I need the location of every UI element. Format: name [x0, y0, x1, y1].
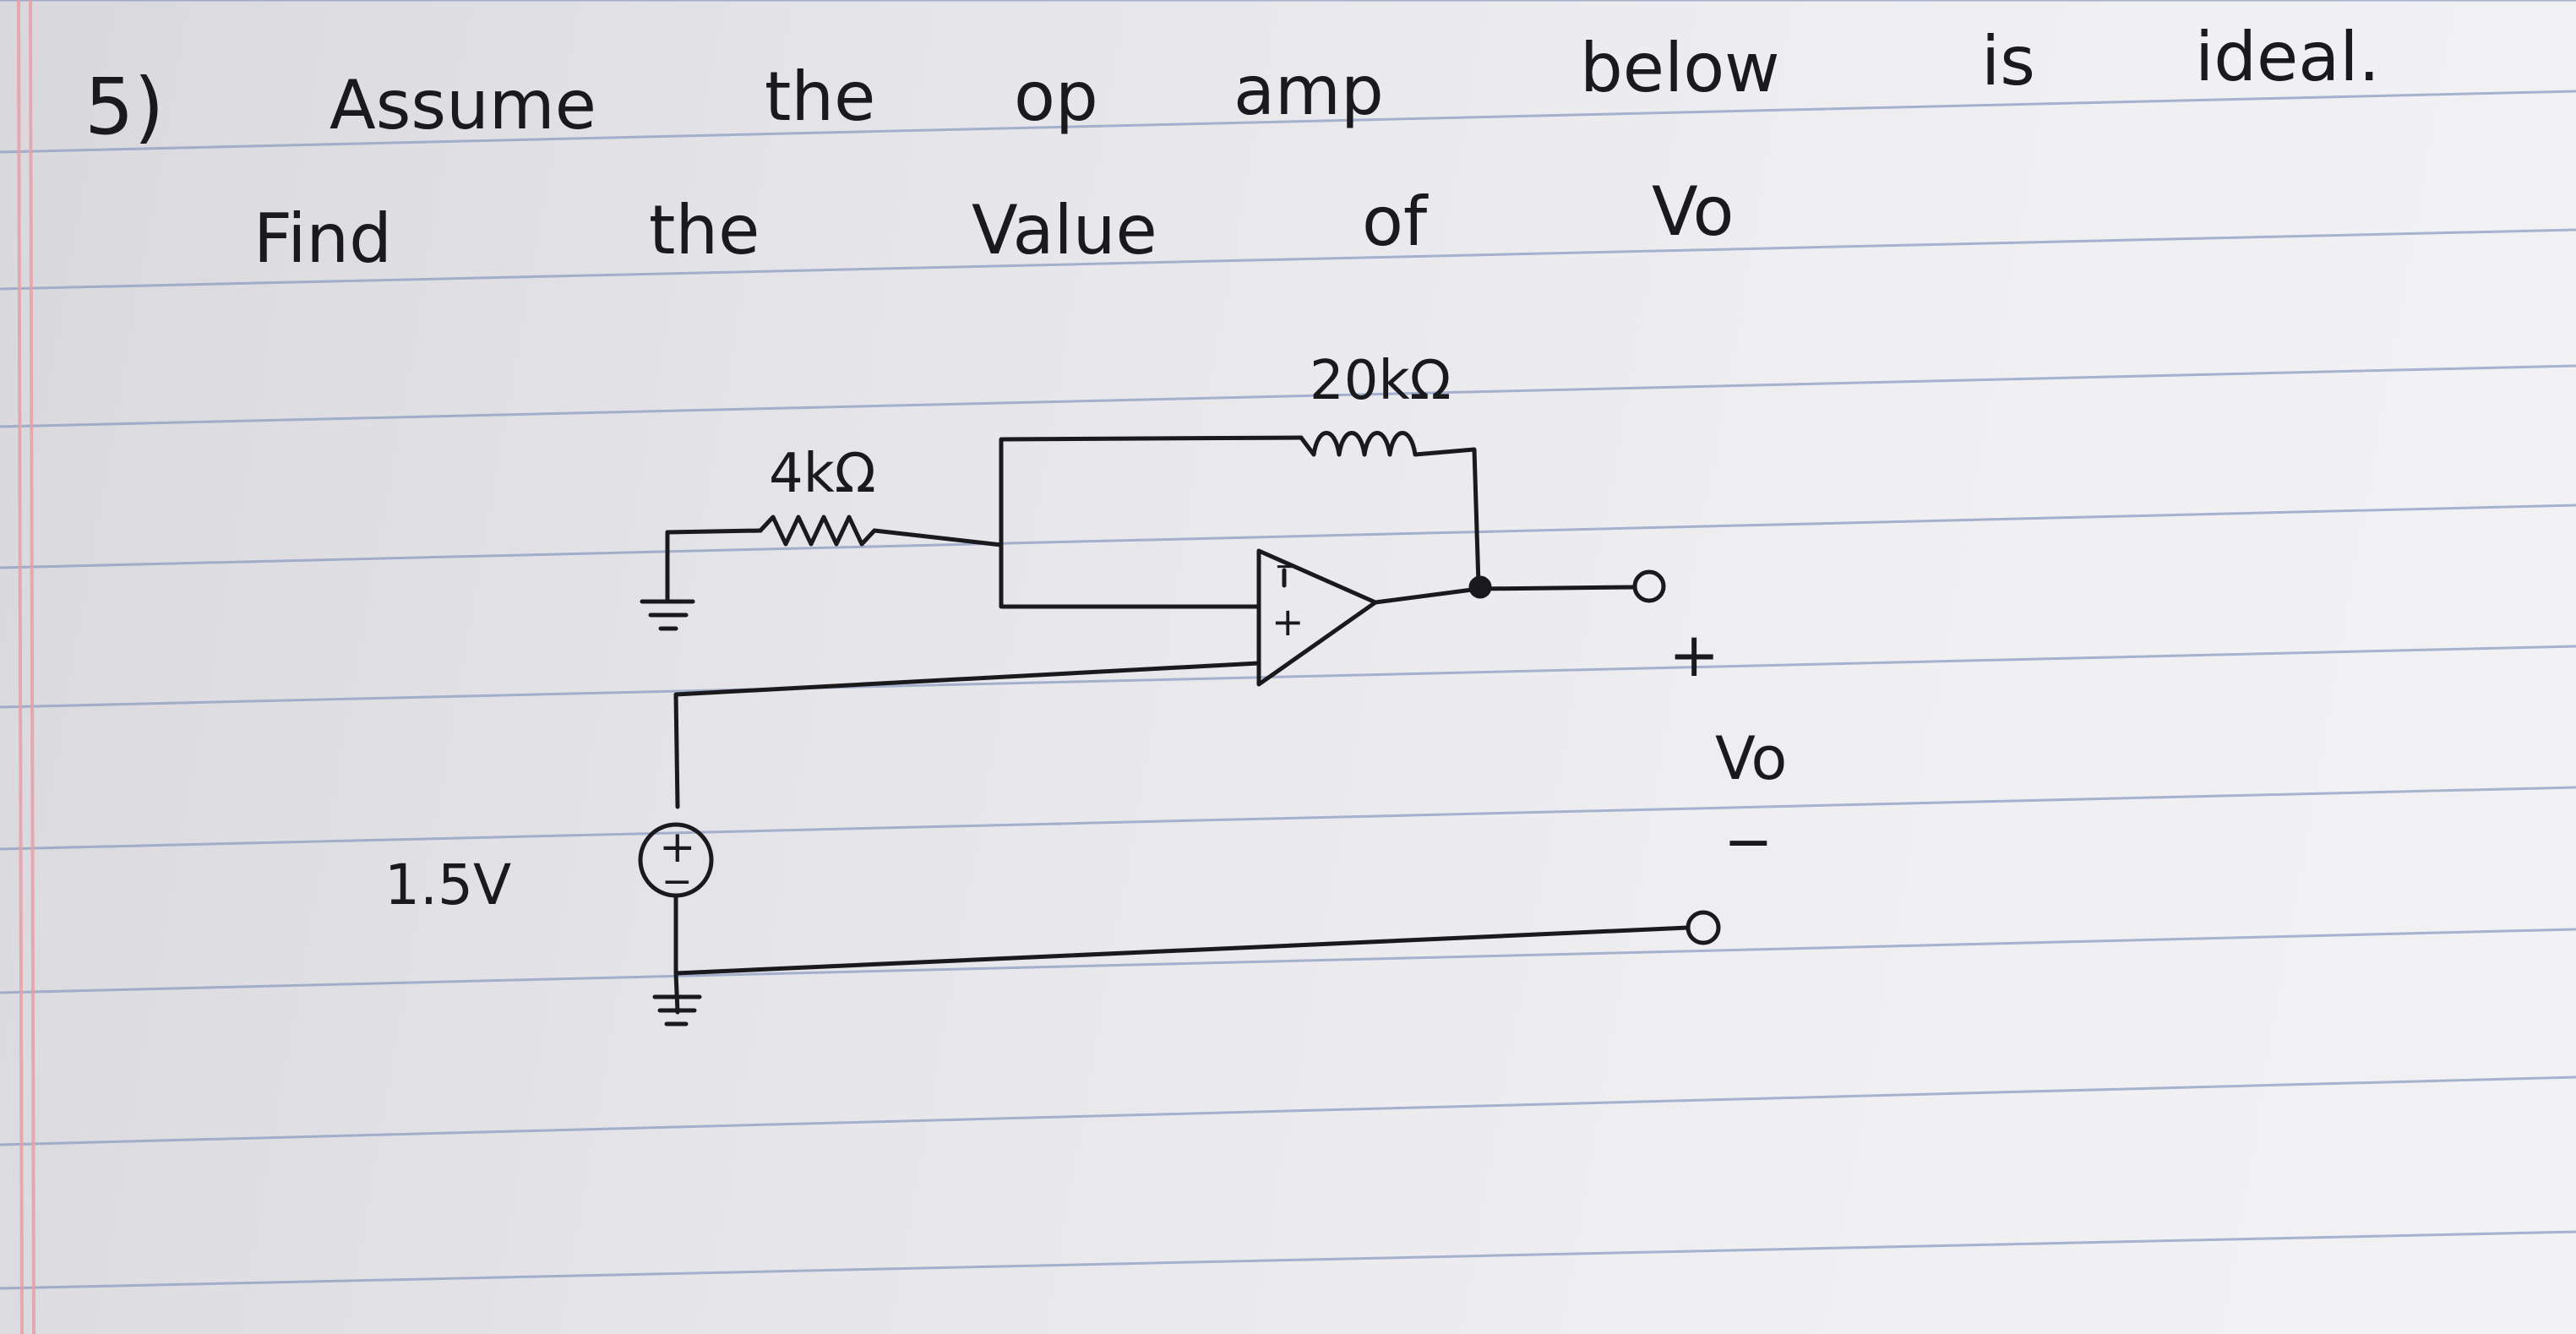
- ruled-lines: [0, 0, 2576, 1290]
- ruled-line: [0, 786, 2576, 851]
- question-word: op: [1014, 57, 1098, 136]
- source-minus-sign: −: [662, 860, 693, 903]
- junction-dot: [1468, 575, 1492, 599]
- question-word: ideal.: [2195, 18, 2380, 96]
- question-word: is: [1981, 22, 2035, 101]
- question-word: Assume: [329, 66, 596, 144]
- question-number: 5): [84, 62, 164, 152]
- question-word: of: [1362, 182, 1429, 261]
- output-terminal-minus[interactable]: [1686, 910, 1721, 945]
- ruled-line: [0, 1230, 2576, 1290]
- ruled-line: [0, 364, 2576, 428]
- output-minus-label: −: [1724, 807, 1773, 876]
- ruled-line: [0, 228, 2576, 291]
- wire: [1373, 585, 1636, 605]
- ruled-line: [0, 1075, 2576, 1146]
- wire: [999, 435, 1304, 547]
- output-terminal-plus[interactable]: [1632, 569, 1666, 603]
- wire: [673, 661, 1261, 809]
- wire: [872, 528, 1004, 547]
- input-resistor: [758, 515, 877, 547]
- ruled-line: [0, 928, 2576, 994]
- margin-line: [17, 0, 24, 1334]
- source-label: 1.5V: [384, 852, 511, 917]
- question-text: 5) Assume the op amp below is ideal. Fin…: [84, 18, 2380, 278]
- margin-lines: [17, 0, 35, 1334]
- question-word: Vo: [1652, 172, 1734, 251]
- ruled-line: [0, 645, 2576, 709]
- question-word: amp: [1234, 52, 1384, 130]
- output-label: Vo: [1715, 724, 1787, 793]
- ground-symbol: [652, 971, 702, 1026]
- wire: [999, 542, 1261, 609]
- question-word: below: [1580, 29, 1780, 107]
- ground-symbol: [640, 530, 695, 631]
- input-resistor-label: 4kΩ: [769, 443, 876, 505]
- ruled-line: [0, 90, 2576, 154]
- question-word: Value: [972, 191, 1157, 270]
- wire: [665, 528, 763, 535]
- feedback-resistor: [1299, 431, 1481, 587]
- question-word: the: [649, 191, 760, 270]
- feedback-resistor-label: 20kΩ: [1310, 350, 1451, 412]
- margin-line: [29, 0, 35, 1334]
- circuit-labels: 4kΩ 20kΩ − + 1.5V + − + Vo −: [384, 350, 1787, 917]
- output-plus-label: +: [1669, 619, 1719, 690]
- ruled-line: [0, 504, 2576, 569]
- wire: [673, 893, 1691, 976]
- question-word: the: [765, 57, 875, 136]
- opamp-triangle: [1256, 548, 1378, 687]
- question-word: Find: [253, 199, 392, 278]
- opamp-noninverting-sign: +: [1272, 599, 1304, 645]
- source-plus-sign: +: [659, 822, 696, 873]
- circuit-diagram: [638, 431, 1721, 1026]
- opamp-inverting-sign: −: [1274, 549, 1299, 584]
